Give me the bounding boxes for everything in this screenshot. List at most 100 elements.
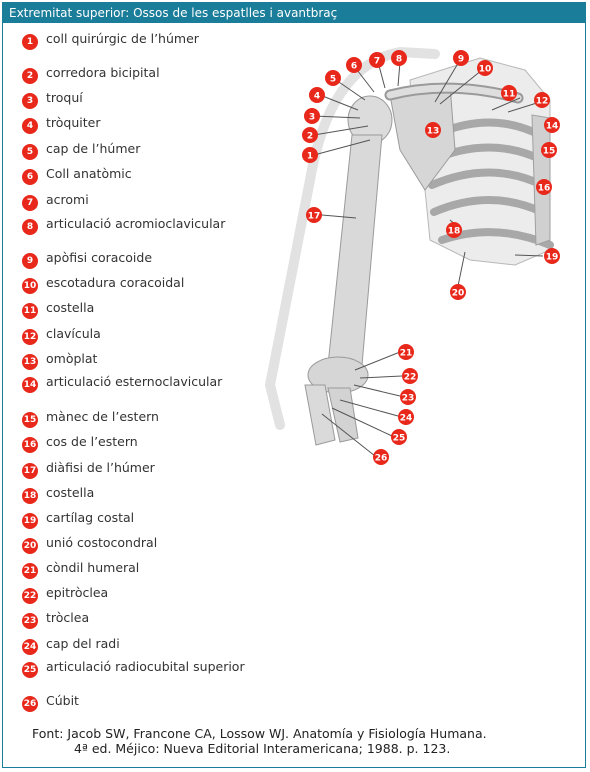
legend-item: 23 tròclea <box>22 611 246 629</box>
svg-text:22: 22 <box>404 373 417 383</box>
svg-text:24: 24 <box>400 414 413 424</box>
callout-12: 12 <box>534 92 550 108</box>
legend-label: costella <box>46 300 95 315</box>
legend-label: tròquiter <box>46 115 101 130</box>
legend-label: coll quirúrgic de l’húmer <box>46 31 199 46</box>
svg-text:11: 11 <box>503 90 516 100</box>
legend-number: 13 <box>22 354 38 370</box>
arm-outline-shape <box>265 46 440 430</box>
callout-13: 13 <box>425 122 441 138</box>
legend-label: costella <box>46 485 95 500</box>
callout-23: 23 <box>400 389 416 405</box>
legend-label: acromi <box>46 192 89 207</box>
svg-text:20: 20 <box>452 289 465 299</box>
svg-text:19: 19 <box>546 253 559 263</box>
callout-17: 17 <box>306 207 322 223</box>
forearm-bone-shape <box>327 387 359 443</box>
callout-1: 1 <box>302 147 318 163</box>
legend-label: Coll anatòmic <box>46 166 132 181</box>
legend-number: 22 <box>22 588 38 604</box>
legend-number: 1 <box>22 34 38 50</box>
callout-5: 5 <box>325 70 341 86</box>
legend-item: 2 corredora bicipital <box>22 66 246 84</box>
callout-18: 18 <box>446 222 462 238</box>
legend-item: 26 Cúbit <box>22 694 246 712</box>
legend-label: omòplat <box>46 351 98 366</box>
legend-label: articulació esternoclavicular <box>46 374 223 389</box>
legend-number: 11 <box>22 303 38 319</box>
legend-label: tròclea <box>46 610 90 625</box>
svg-text:13: 13 <box>427 127 440 137</box>
rib-shape <box>428 168 546 189</box>
legend-number: 9 <box>22 253 38 269</box>
callout-25: 25 <box>391 429 407 445</box>
callout-15: 15 <box>541 142 557 158</box>
legend-number: 25 <box>22 662 38 678</box>
legend-number: 23 <box>22 613 38 629</box>
legend-label: epitròclea <box>46 585 109 600</box>
forearm-bone-shape <box>304 384 336 446</box>
legend-label: diàfisi de l’húmer <box>46 460 155 475</box>
svg-text:8: 8 <box>396 55 402 65</box>
legend-number: 17 <box>22 463 38 479</box>
callout-badges: 1 2 3 4 5 6 7 8 9 10 11 12 13 14 15 16 1… <box>302 50 560 465</box>
legend-number: 4 <box>22 118 38 134</box>
legend-number: 16 <box>22 437 38 453</box>
shoulder-arm-bones-illustration: 1 2 3 4 5 6 7 8 9 10 11 12 13 14 15 16 1… <box>265 46 560 465</box>
legend-item: 11 costella <box>22 301 246 319</box>
svg-text:3: 3 <box>309 113 315 123</box>
legend-item: 4 tròquiter <box>22 116 246 134</box>
humerus-shaft-shape <box>327 134 383 366</box>
svg-text:23: 23 <box>402 394 415 404</box>
callout-10: 10 <box>477 60 493 76</box>
legend-item: 17 diàfisi de l’húmer <box>22 461 246 479</box>
legend-label: corredora bicipital <box>46 65 160 80</box>
callout-11: 11 <box>501 85 517 101</box>
callout-9: 9 <box>453 50 469 66</box>
callout-22: 22 <box>402 368 418 384</box>
svg-text:12: 12 <box>536 97 549 107</box>
legend-label: Cúbit <box>46 693 79 708</box>
legend-number: 24 <box>22 639 38 655</box>
svg-text:5: 5 <box>330 75 336 85</box>
legend-number: 12 <box>22 329 38 345</box>
svg-text:9: 9 <box>458 55 464 65</box>
svg-text:18: 18 <box>448 227 461 237</box>
svg-text:7: 7 <box>374 57 380 67</box>
svg-text:25: 25 <box>393 434 406 444</box>
legend-label: còndil humeral <box>46 560 140 575</box>
svg-text:26: 26 <box>375 454 388 464</box>
legend-item: 21 còndil humeral <box>22 561 246 579</box>
callout-20: 20 <box>450 284 466 300</box>
source-line-1: Font: Jacob SW, Francone CA, Lossow WJ. … <box>32 726 487 741</box>
svg-text:6: 6 <box>351 62 357 72</box>
svg-text:16: 16 <box>538 184 551 194</box>
svg-text:14: 14 <box>546 122 559 132</box>
legend-label: cartílag costal <box>46 510 135 525</box>
legend-label: articulació radiocubital superior <box>46 659 245 674</box>
callout-19: 19 <box>544 248 560 264</box>
svg-text:1: 1 <box>307 152 313 162</box>
legend-number: 26 <box>22 696 38 712</box>
legend-number: 2 <box>22 68 38 84</box>
section-title: Extremitat superior: Ossos de les espatl… <box>3 3 585 23</box>
svg-text:10: 10 <box>479 65 492 75</box>
legend-number: 3 <box>22 93 38 109</box>
legend-label: escotadura coracoidal <box>46 275 185 290</box>
callout-3: 3 <box>304 108 320 124</box>
callout-8: 8 <box>391 50 407 66</box>
legend-label: unió costocondral <box>46 535 158 550</box>
svg-text:21: 21 <box>400 349 413 359</box>
legend-number: 21 <box>22 563 38 579</box>
legend-label: cap de l’húmer <box>46 141 141 156</box>
legend-number: 19 <box>22 513 38 529</box>
